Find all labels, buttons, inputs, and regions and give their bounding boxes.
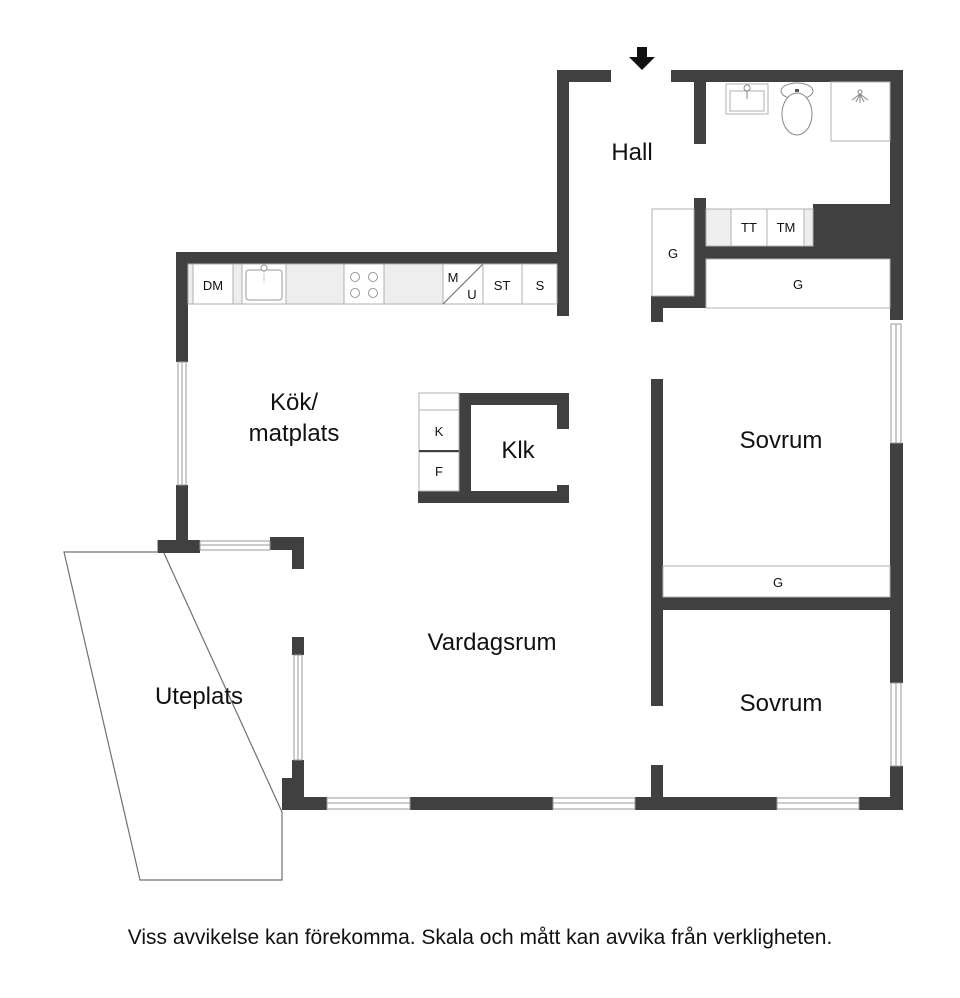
toilet-icon — [780, 82, 814, 136]
disclaimer-text: Viss avvikelse kan förekomma. Skala och … — [127, 926, 833, 949]
room-label-kitchen-1: Kök/ — [270, 389, 318, 416]
room-label-living: Vardagsrum — [428, 629, 557, 656]
hall-wardrobe-2-label: G — [793, 277, 803, 292]
room-label-bedroom-1: Sovrum — [740, 427, 823, 454]
microwave-label-top: M — [448, 270, 459, 285]
room-label-closet: Klk — [501, 437, 535, 464]
washer-label: TM — [777, 220, 796, 235]
walls — [158, 70, 903, 810]
windows — [177, 323, 902, 810]
fridge-label: K — [435, 424, 444, 439]
hall-wardrobe-2 — [705, 258, 891, 309]
sink-icon — [725, 83, 769, 115]
stove-unit-label: ST — [494, 278, 511, 293]
room-label-patio: Uteplats — [155, 683, 243, 710]
room-label-kitchen-2: matplats — [249, 420, 340, 447]
room-label-bedroom-2: Sovrum — [740, 690, 823, 717]
cabinet-top — [418, 392, 460, 411]
dishwasher-label: DM — [203, 278, 223, 293]
patio-outline — [63, 539, 283, 881]
arrow-down-icon — [629, 47, 655, 70]
bedroom-wardrobe-label: G — [773, 575, 783, 590]
fridge — [418, 409, 460, 452]
bedroom-wardrobe — [662, 565, 891, 598]
storage-s-label: S — [536, 278, 545, 293]
room-label-hall: Hall — [611, 139, 652, 166]
hall-wardrobe — [651, 208, 695, 297]
microwave-label-bottom: U — [467, 287, 476, 302]
dryer — [730, 208, 768, 247]
hall-wardrobe-label: G — [668, 246, 678, 261]
kitchen-counter — [187, 263, 558, 305]
shower-icon — [830, 81, 891, 142]
washer — [766, 208, 805, 247]
dryer-label: TT — [741, 220, 757, 235]
freezer-label: F — [435, 464, 443, 479]
